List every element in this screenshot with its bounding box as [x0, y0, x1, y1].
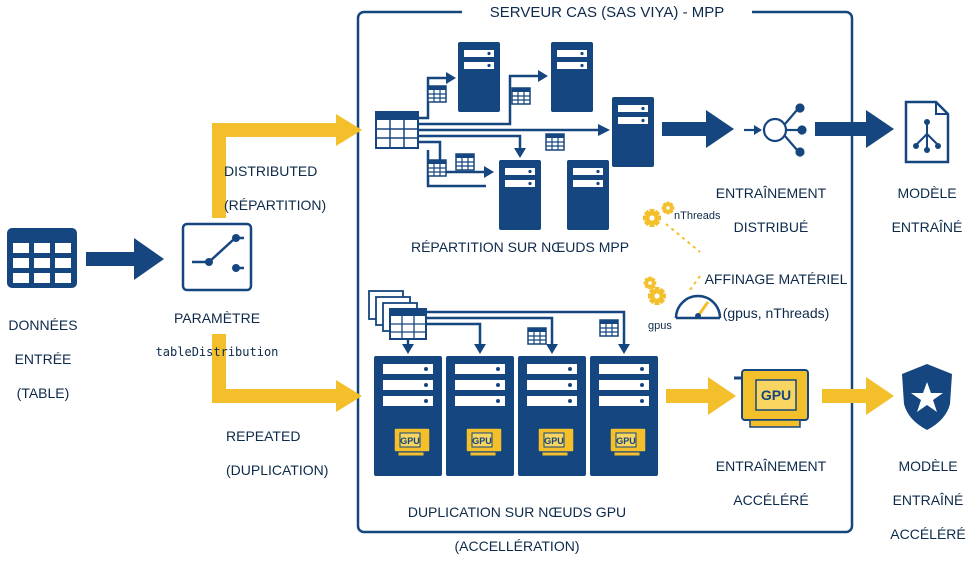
gpu-node-server-icon — [446, 356, 514, 476]
mpp-node-server-icon — [458, 42, 500, 112]
mpp-table-chunk — [455, 153, 475, 171]
accelerated-model-line: ACCÉLÉRÉ — [890, 526, 966, 542]
mpp-caption: RÉPARTITION SUR NŒUDS MPP — [410, 239, 630, 255]
switch-icon — [181, 222, 253, 292]
parameter-title: PARAMÈTRE — [173, 310, 261, 326]
gpu-chip-label: GPU — [400, 436, 420, 446]
trained-model-line: MODÈLE — [897, 185, 957, 201]
shield-star-icon — [902, 364, 952, 430]
gpu-node-server-icon — [590, 356, 658, 476]
distributed-training-line: DISTRIBUÉ — [733, 219, 809, 235]
gpu-big-chip-label: GPU — [761, 387, 791, 403]
gpu-chip-label: GPU — [472, 436, 492, 446]
hardware-tuning-line: AFFINAGE MATÉRIEL — [704, 271, 848, 287]
repeated-line: (DUPLICATION) — [226, 462, 329, 478]
mpp-node-server-icon — [567, 160, 609, 230]
mpp-node-server-icon — [551, 42, 593, 112]
gpus-label: gpus — [648, 320, 672, 332]
nthreads-label: nThreads — [674, 210, 721, 222]
distributed-line: DISTRIBUTED — [224, 163, 318, 179]
mpp-table-chunk — [427, 159, 447, 177]
trained-model-line: ENTRAÎNÉ — [891, 219, 963, 235]
mpp-table-chunk — [511, 87, 531, 105]
mpp-to-training-arrow — [662, 110, 734, 148]
distributed-training-line: ENTRAÎNEMENT — [715, 185, 827, 201]
input-table-icon — [7, 228, 77, 288]
gpu-caption-line: (ACCELLÉRATION) — [454, 538, 580, 554]
accelerated-model-line: MODÈLE — [898, 458, 958, 474]
gear-icon — [648, 287, 666, 305]
gpu-source-table-stack-icon — [368, 290, 427, 340]
gpu-chip-label: GPU — [544, 436, 564, 446]
distributed-training-label: ENTRAÎNEMENT DISTRIBUÉ — [706, 168, 836, 253]
mpp-distribution-lines — [418, 74, 600, 188]
network-icon — [744, 103, 807, 157]
repeated-line: REPEATED — [226, 428, 301, 444]
gpu-training-to-model-arrow — [822, 377, 894, 415]
input-label-line: (TABLE) — [16, 385, 70, 401]
training-to-model-arrow — [815, 110, 894, 148]
accelerated-training-line: ACCÉLÉRÉ — [733, 492, 809, 508]
repeated-branch-arrow — [212, 334, 362, 412]
gpu-table-copy — [599, 319, 619, 337]
cas-server-title: SERVEUR CAS (SAS VIYA) - MPP — [489, 4, 725, 21]
gpu-table-copy — [527, 327, 547, 345]
gpu-node-server-icon — [374, 356, 442, 476]
gpu-arrowheads — [402, 344, 630, 354]
parameter-code: tableDistribution — [155, 345, 279, 359]
accelerated-training-label: ENTRAÎNEMENT ACCÉLÉRÉ — [706, 441, 836, 526]
gpu-card-icon: GPU — [734, 369, 809, 428]
input-label-line: ENTRÉE — [14, 351, 72, 367]
distributed-label: DISTRIBUTED (RÉPARTITION) — [224, 146, 344, 231]
mpp-node-server-icon — [499, 160, 541, 230]
distributed-branch-arrow — [212, 114, 362, 218]
gear-icon — [643, 276, 657, 290]
repeated-label: REPEATED (DUPLICATION) — [226, 411, 346, 496]
gpu-caption: DUPLICATION SUR NŒUDS GPU (ACCELLÉRATION… — [382, 487, 652, 572]
gear-icon — [661, 201, 675, 215]
accelerated-training-line: ENTRAÎNEMENT — [715, 458, 827, 474]
parameter-label: PARAMÈTRE tableDistribution — [150, 293, 284, 378]
hardware-tuning-line: (gpus, nThreads) — [722, 305, 830, 321]
accelerated-model-line: ENTRAÎNÉ — [892, 492, 964, 508]
mpp-table-chunk — [545, 133, 565, 151]
input-label: DONNÉES ENTRÉE (TABLE) — [0, 300, 86, 419]
mpp-source-table-icon — [375, 111, 419, 149]
mpp-table-chunk — [427, 85, 447, 103]
accelerated-model-label: MODÈLE ENTRAÎNÉ ACCÉLÉRÉ — [880, 441, 976, 560]
hardware-tuning-label: AFFINAGE MATÉRIEL (gpus, nThreads) — [693, 254, 859, 339]
distributed-line: (RÉPARTITION) — [224, 197, 327, 213]
gpu-node-server-icon — [518, 356, 586, 476]
gpu-caption-line: DUPLICATION SUR NŒUDS GPU — [407, 504, 627, 520]
trained-model-label: MODÈLE ENTRAÎNÉ — [878, 168, 976, 253]
architecture-diagram: GPU GPU GPU GPU GPU — [7, 10, 952, 534]
tuning-dotted-connector — [665, 223, 701, 291]
model-document-icon — [904, 100, 950, 164]
gpu-chip-label: GPU — [616, 436, 636, 446]
gauge-icon — [674, 294, 722, 320]
mpp-arrowheads — [446, 70, 610, 178]
gpu-to-training-arrow — [666, 377, 736, 415]
input-label-line: DONNÉES — [8, 317, 78, 333]
gpu-duplication-lines — [406, 310, 626, 346]
gear-icon — [643, 209, 661, 227]
input-to-parameter-arrow — [86, 238, 164, 280]
mpp-node-server-icon — [612, 97, 654, 167]
